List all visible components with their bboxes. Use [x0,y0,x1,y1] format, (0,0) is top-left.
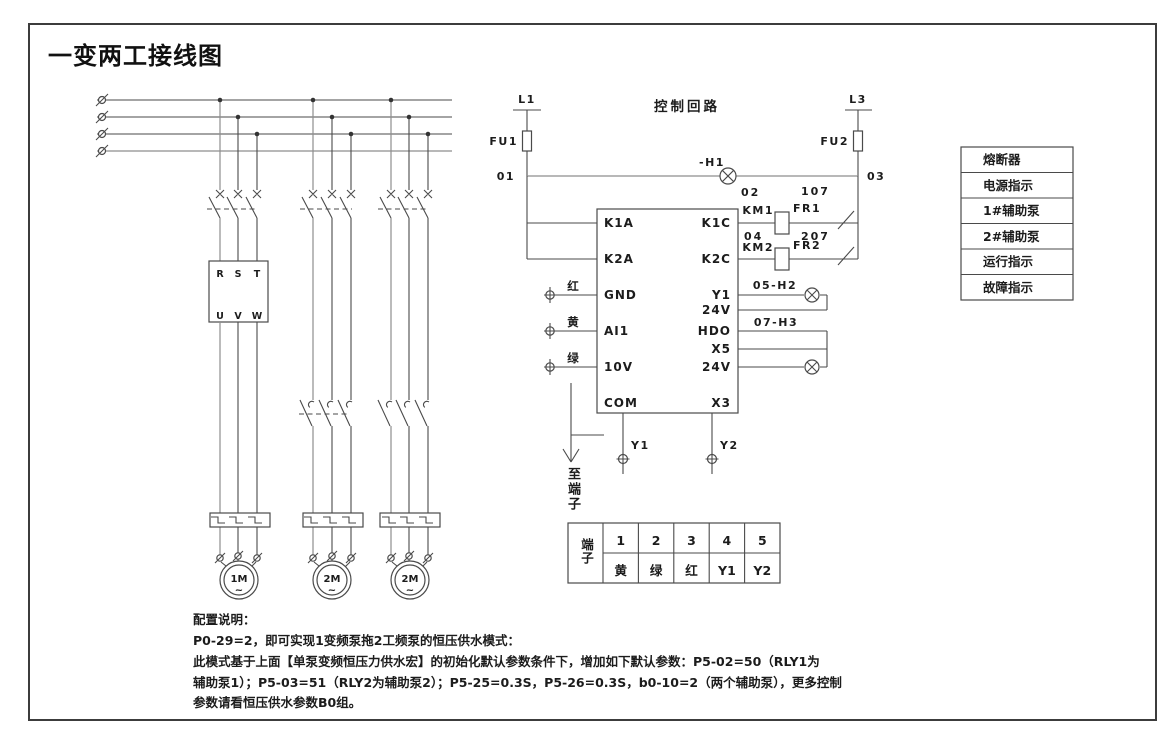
circuit-breaker-icon [207,189,433,219]
lamp-h3-label: 07-H3 [754,316,798,329]
terminal-val-4: Y1 [717,563,736,578]
terminal-k1a: K1A [604,216,634,230]
terminal-gnd: GND [604,288,637,302]
thermal-overload-icon [209,512,441,528]
motor-2-label: 2M [324,574,341,585]
fu2-label: FU2 [820,135,849,148]
terminal-x3: X3 [711,396,731,410]
terminal-x5: X5 [711,342,731,356]
note-line-2: P0-29=2，即可实现1变频泵拖2工频泵的恒压供水模式： [193,633,520,648]
control-circuit: 控制回路 L1 FU1 L3 FU2 01 03 -H1 K1A K2A [489,93,885,474]
terminal-col-2: 2 [652,533,661,548]
terminal-val-5: Y2 [752,563,771,578]
terminal-10v: 10V [604,360,633,374]
output-y1-label: Y1 [630,439,650,452]
motor-branch-wires [219,322,429,561]
fu1-label: FU1 [489,135,518,148]
vfd-power-wires [219,218,429,400]
power-bus-lines [97,99,452,152]
lamp-h2-label: 05-H2 [753,279,797,292]
terminal-com: COM [604,396,638,410]
node-207-label: 207 [801,230,830,243]
terminal-y1: Y1 [711,288,731,302]
fuse-fu1-icon [521,130,533,152]
node-01-label: 01 [497,170,515,183]
terminal-val-2: 绿 [650,563,663,578]
terminal-hdo: HDO [698,324,731,338]
output-y2-label: Y2 [719,439,739,452]
wire-red-label: 红 [567,279,579,293]
fr2-label: FR2 [793,239,821,252]
terminal-k2c: K2C [702,252,731,266]
legend-run-indicator: 运行指示 [983,254,1034,269]
legend-aux-pump-1: 1#辅助泵 [983,203,1040,218]
node-03-label: 03 [867,170,885,183]
vfd-terminal-t: T [254,269,261,280]
page-title: 一变两工接线图 [48,42,223,70]
to-terminals-label: 至端子 [565,467,580,512]
legend-aux-pump-2: 2#辅助泵 [983,229,1040,244]
fr1-label: FR1 [793,202,821,215]
terminal-col-1: 1 [616,533,625,548]
motor-1-ac: ~ [235,585,243,596]
terminal-col-4: 4 [723,533,732,548]
legend-power-indicator: 电源指示 [983,178,1034,193]
l1-label: L1 [518,93,536,106]
page-border [28,23,1157,721]
motor-3-ac: ~ [406,585,414,596]
node-04-label: 04 [744,230,763,243]
terminal-table-header: 端子 [579,538,594,565]
node-02-label: 02 [741,186,760,199]
motor-2-ac: ~ [328,585,336,596]
to-terminals-arrow-icon [562,383,604,463]
note-line-3: 此模式基于上面【单泵变频恒压力供水宏】的初始化默认参数条件下，增加如下默认参数：… [193,654,820,669]
motor-icon: 1M 2M 2M ~ ~ ~ [219,560,430,600]
l3-label: L3 [849,93,867,106]
vfd-control-box [596,208,739,414]
terminal-col-5: 5 [758,533,767,548]
fr2-nc-contact-icon [837,246,855,266]
note-line-5: 参数请看恒压供水参数B0组。 [193,695,361,710]
terminal-24v-a: 24V [702,303,731,317]
terminal-col-3: 3 [687,533,696,548]
vfd-terminal-w: W [252,311,263,322]
fr1-nc-contact-icon [837,210,855,230]
terminal-k2a: K2A [604,252,634,266]
vfd-terminal-s: S [235,269,242,280]
vfd-terminal-u: U [216,311,224,322]
contactor-icon [299,399,430,513]
terminal-ai1: AI1 [604,324,629,338]
power-feeders [217,97,431,190]
note-line-4: 辅助泵1）；P5-03=51（RLY2为辅助泵2）；P5-25=0.3S，P5-… [193,675,842,690]
motor-1-label: 1M [231,574,248,585]
terminal-val-1: 黄 [614,563,627,578]
terminal-k1c: K1C [702,216,731,230]
terminal-val-3: 红 [685,563,698,578]
vfd-terminal-r: R [216,269,224,280]
phase-break-icon [95,93,109,158]
note-line-1: 配置说明： [193,612,256,627]
control-heading: 控制回路 [654,98,720,115]
km1-label: KM1 [742,204,774,217]
terminal-24v-b: 24V [702,360,731,374]
legend-fuse: 熔断器 [983,152,1021,167]
motor-3-label: 2M [402,574,419,585]
vfd-terminal-v: V [234,311,242,322]
legend-fault-indicator: 故障指示 [983,280,1034,295]
h1-label: -H1 [699,156,725,169]
vfd-box: R S T U V W [208,260,269,323]
terminal-table: 1 2 3 4 5 黄 绿 红 Y1 Y2 [567,522,781,584]
wire-green-label: 绿 [567,351,579,365]
fuse-fu2-icon [852,130,864,152]
legend-table: 熔断器 电源指示 1#辅助泵 2#辅助泵 运行指示 故障指示 [960,146,1074,301]
coil-km2-icon [774,247,790,271]
km2-label: KM2 [742,241,774,254]
wire-yellow-label: 黄 [567,315,579,329]
coil-km1-icon [774,211,790,235]
configuration-notes: 配置说明： P0-29=2，即可实现1变频泵拖2工频泵的恒压供水模式： 此模式基… [193,612,842,710]
node-107-label: 107 [801,185,830,198]
